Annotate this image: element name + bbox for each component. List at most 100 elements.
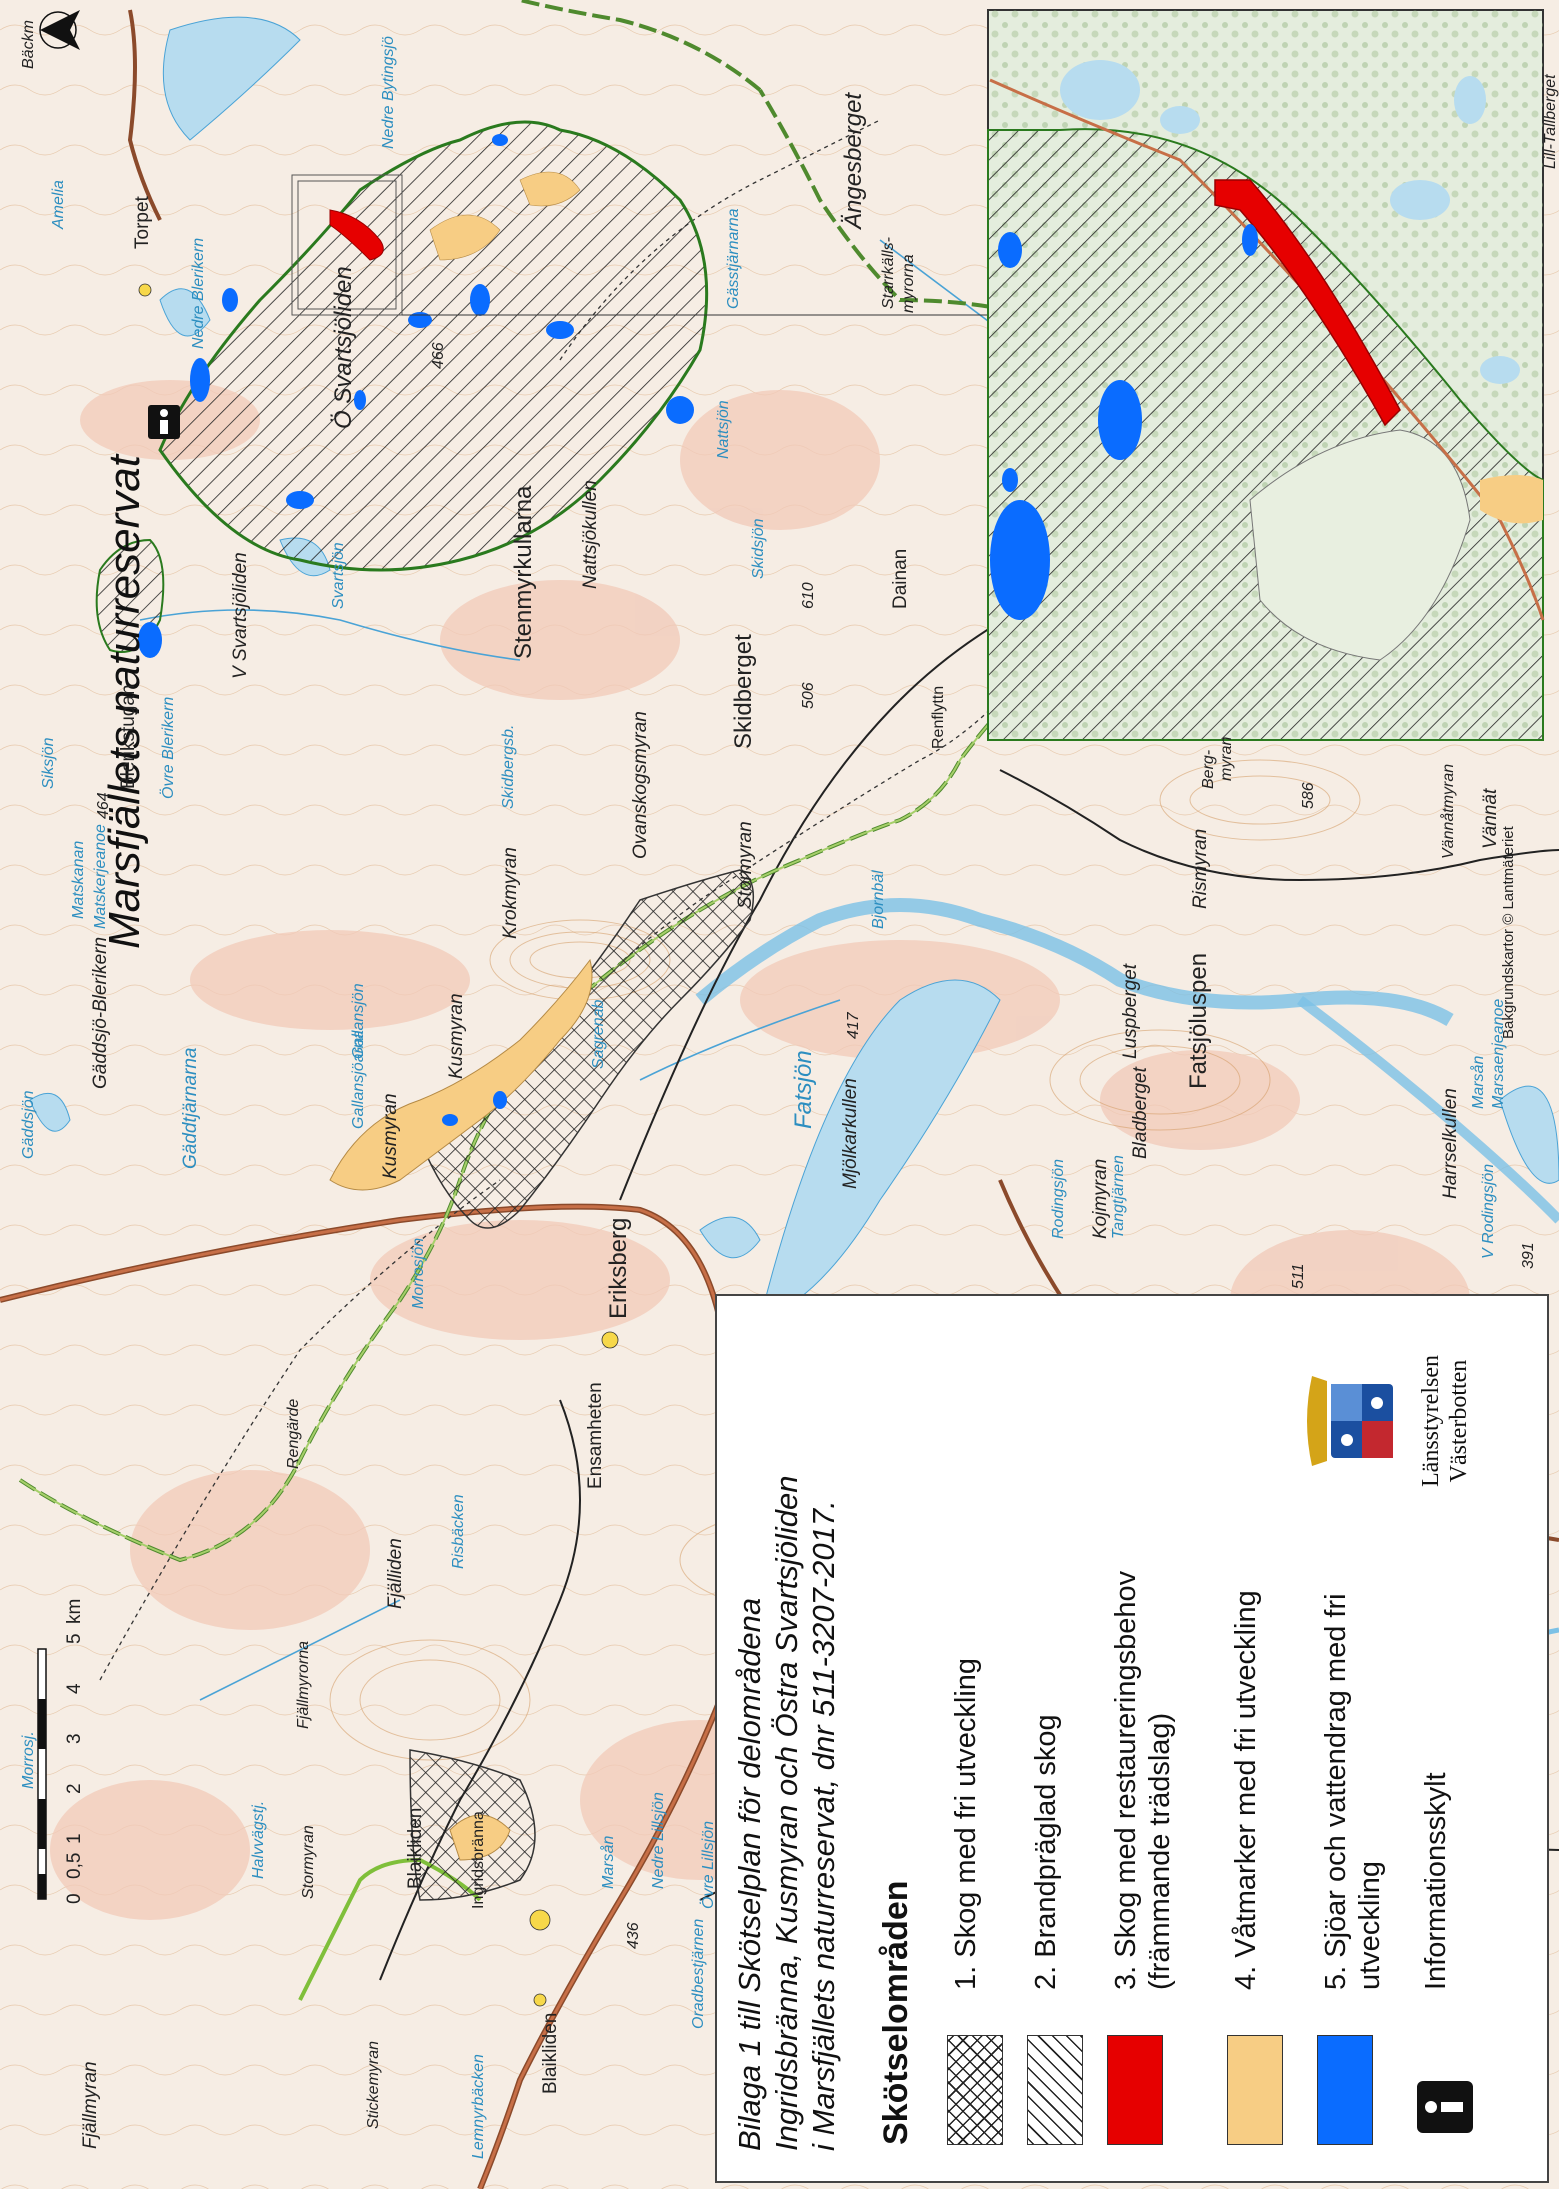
scale-tick-5: 5 (64, 1633, 85, 1644)
legend-label: 2. Brandpräglad skog (1030, 1714, 1062, 1990)
place-label: Luspberget (1120, 963, 1141, 1059)
place-label: Kusmyran (380, 1093, 401, 1179)
water-label: Amelia (50, 180, 67, 229)
legend-heading: Skötselområden (877, 1880, 915, 2145)
water-label: Svartsjön (330, 542, 347, 609)
place-label: Stickemyran (365, 2040, 382, 2129)
place-label: Fjälliden (385, 1538, 406, 1609)
place-label: Krokmyran (500, 847, 521, 939)
info-sign-icon (1417, 2081, 1473, 2133)
water-label: Rodingsjön (1050, 1158, 1067, 1239)
place-label: Fjällmyran (80, 2061, 101, 2149)
caption-line-2: Ingridsbränna, Kusmyran och Östra Svarts… (769, 1475, 804, 2151)
info-sign-map (148, 405, 180, 439)
place-label: myran (1218, 736, 1235, 781)
scale-tick-1: 1 (64, 1833, 85, 1844)
water-label: Sagrenab (590, 999, 607, 1069)
place-label: Lill-Tallberget (1542, 74, 1559, 169)
place-label: Starrkälls- (880, 236, 897, 309)
place-label: Blaikliden (405, 1807, 426, 1889)
place-label: Skidberget (730, 634, 757, 749)
county-crest-icon (1307, 1376, 1393, 1466)
water-label: Marsån (600, 1835, 617, 1889)
place-label: Torpet (132, 196, 153, 249)
place-label: V Svartsjöliden (230, 552, 251, 679)
place-label: Ingridsbränna (470, 1811, 487, 1909)
scale-tick-4: 4 (64, 1683, 85, 1694)
place-label: Rengärde (285, 1398, 302, 1469)
blue-swatch (1317, 2035, 1373, 2145)
elevation-label: 417 (845, 1012, 862, 1039)
place-label: Gäddsjö-Blerikern (90, 936, 111, 1089)
agency-name: Länsstyrelsen Västerbotten (1417, 1321, 1473, 1521)
place-label: Ö Svartsjöliden (330, 266, 357, 429)
place-label: Vännät (1480, 788, 1501, 849)
legend-label: 5. Sjöar och vattendrag med fri utveckli… (1320, 1593, 1386, 1990)
water-label: Halvvägstj. (250, 1800, 267, 1879)
water-label: Nedre Bytingsjö (380, 36, 397, 149)
water-label: Fatsjön (790, 1050, 817, 1129)
place-label: Eriksberg (605, 1217, 632, 1319)
scale-tick-05: 0,5 (64, 1852, 85, 1879)
place-label: Dainan (890, 548, 911, 609)
place-label: Berg- (1200, 749, 1217, 789)
tan-swatch (1227, 2035, 1283, 2145)
water-label: Tangtjärnen (1110, 1155, 1127, 1239)
red-swatch (1107, 2035, 1163, 2145)
water-label: Bjornbäl (870, 870, 887, 929)
elevation-label: 436 (625, 1922, 642, 1949)
inset-map (987, 9, 1545, 741)
caption-line-1: Bilaga 1 till Skötselplan för delområden… (732, 1597, 767, 2151)
place-label: Ensamheten (585, 1382, 606, 1489)
water-label: Lemnyrbäcken (470, 2054, 487, 2159)
place-label: Kojmyran (1090, 1158, 1111, 1239)
water-label: Nedre Blerikern (190, 237, 207, 349)
place-label: Blaikliden (540, 2012, 561, 2094)
elevation-label: 464 (95, 792, 112, 819)
water-label: Övre Blerikern (160, 696, 177, 799)
place-label: Mjölkarkullen (840, 1078, 861, 1189)
scale-bar (37, 1648, 47, 1900)
water-label: Nattsjön (715, 400, 732, 459)
elevation-label: 391 (1520, 1242, 1537, 1269)
agency-line-1: Länsstyrelsen (1418, 1355, 1444, 1487)
water-label: Matskanan (70, 840, 87, 919)
water-label: Skidsjön (750, 518, 767, 579)
elevation-label: 610 (800, 582, 817, 609)
water-label: Siksjön (40, 737, 57, 789)
place-label: Stormyran (300, 1825, 317, 1899)
water-label: Skidbergsb. (500, 724, 517, 810)
legend-caption: Bilaga 1 till Skötselplan för delområden… (731, 1331, 842, 2151)
place-label: Gäddtjärnarna (180, 1047, 201, 1169)
place-label: Ovanskogsmyran (630, 711, 651, 859)
caption-line-3: i Marsfjällets naturreservat, dnr 511-32… (806, 1500, 841, 2151)
water-label: Gässtjärnarna (725, 208, 742, 310)
water-label: Morrosj. (20, 1731, 37, 1789)
place-label: Blerikstugan (118, 684, 139, 789)
legend-item-restaurering: 3. Skog med restaureringsbehov (främmand… (1107, 1345, 1176, 2145)
legend-panel: Bilaga 1 till Skötselplan för delområden… (715, 1294, 1549, 2183)
water-label: Oradbestjärnen (690, 1918, 707, 2029)
place-label: Kusmyran (446, 993, 467, 1079)
place-label: Fatsjöluspen (1185, 952, 1212, 1089)
scale-tick-2: 2 (64, 1783, 85, 1794)
place-label: Ängesberget (840, 92, 867, 229)
place-label: Stormyran (735, 821, 756, 909)
place-label: Harrselkullen (1440, 1088, 1461, 1199)
elevation-label: 466 (430, 342, 447, 369)
scale-tick-0: 0 (64, 1893, 85, 1904)
elevation-label: 506 (800, 682, 817, 709)
legend-label: 4. Våtmarker med fri utveckling (1230, 1590, 1262, 1990)
water-label: Nedre Lillsjön (650, 1792, 667, 1889)
place-label: Bladberget (1130, 1067, 1151, 1159)
legend-label: 1. Skog med fri utveckling (950, 1657, 982, 1990)
agency-line-2: Västerbotten (1446, 1359, 1472, 1483)
water-label: Risbäcken (450, 1494, 467, 1569)
place-label: Nattsjökullen (580, 480, 601, 589)
place-label: Bäckm (20, 20, 37, 69)
legend-item-brandpraglad: 2. Brandpräglad skog (1027, 1345, 1087, 2145)
water-label: Gallansjön (350, 983, 367, 1059)
scale-tick-3: 3 (64, 1733, 85, 1744)
